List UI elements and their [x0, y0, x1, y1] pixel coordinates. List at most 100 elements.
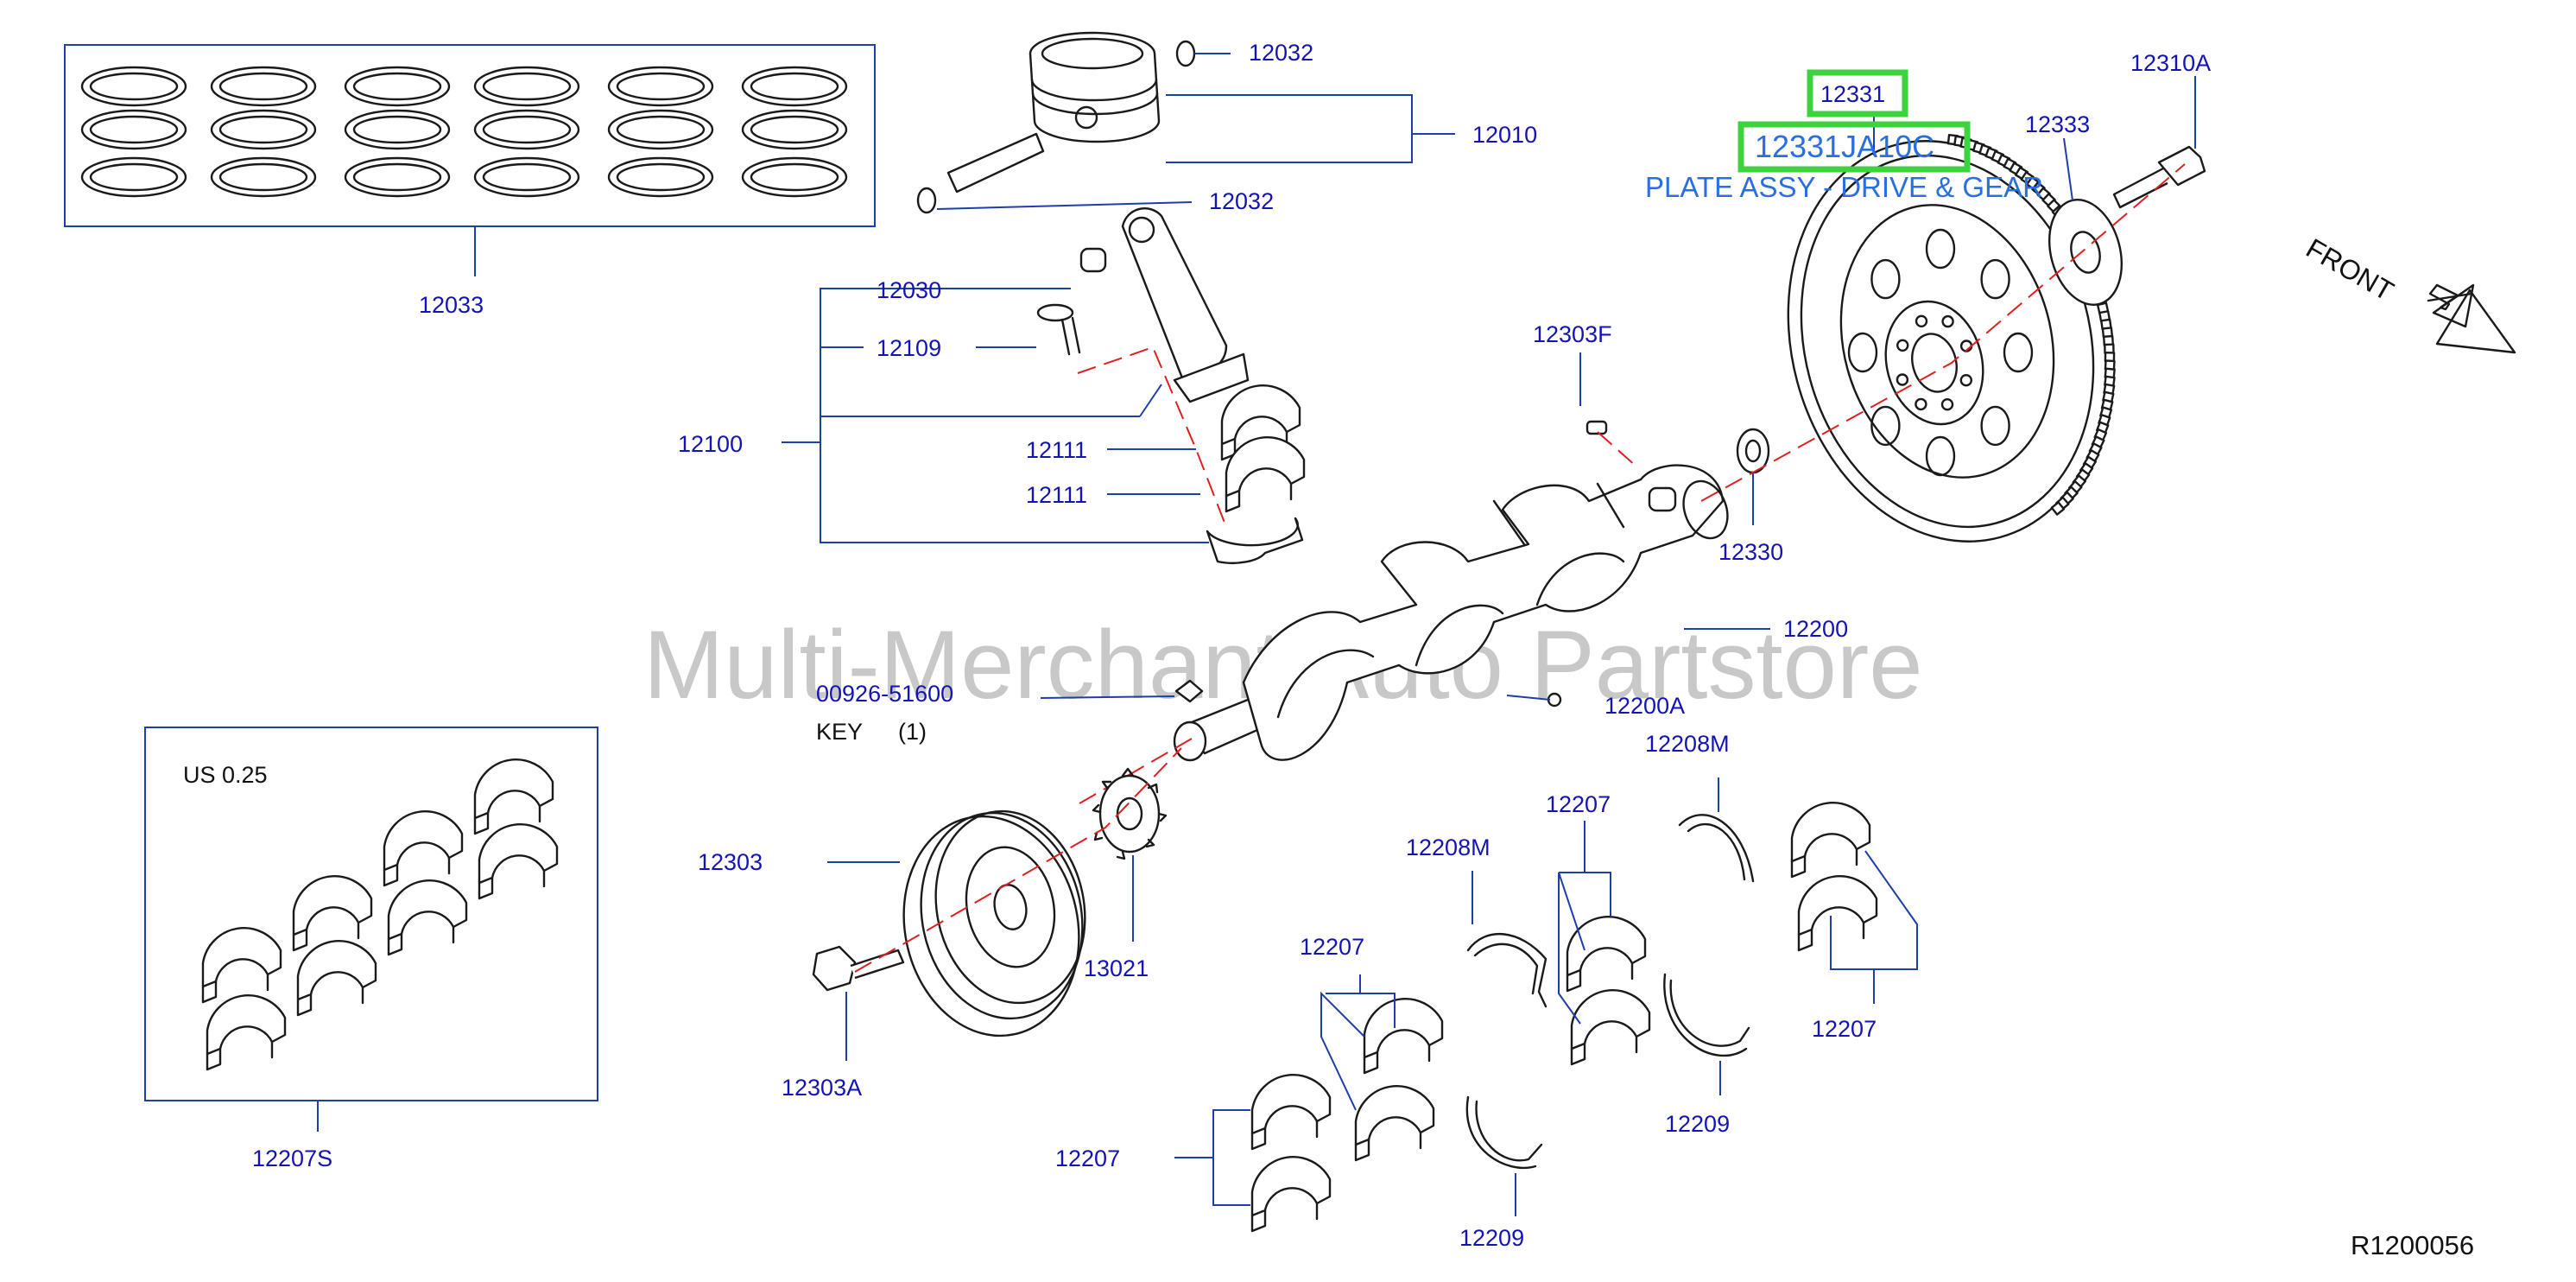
piston-ring-set[interactable]	[64, 44, 876, 276]
drive-plate-bolt-hole	[1896, 339, 1909, 352]
drive-plate-hole	[2003, 332, 2034, 373]
piston-ring	[473, 156, 580, 198]
piston-ring	[210, 109, 317, 150]
ring-gear-tooth	[2050, 501, 2066, 516]
undersize-bearing-set[interactable]	[144, 727, 598, 1132]
key-note-qty: (1)	[898, 719, 927, 745]
crankshaft[interactable]	[1173, 464, 1735, 762]
piston-ring	[210, 66, 317, 107]
label-12200A[interactable]: 12200A	[1604, 693, 1685, 719]
label-12208M-b[interactable]: 12208M	[1645, 731, 1730, 757]
drive-plate-hole	[1925, 228, 1956, 270]
front-arrow-icon	[2427, 283, 2516, 354]
label-12209-a[interactable]: 12209	[1459, 1225, 1524, 1251]
main-bearing-group-c[interactable]	[1566, 916, 1651, 1066]
main-bearing-group-a[interactable]	[1250, 1074, 1332, 1233]
label-12310A[interactable]: 12310A	[2130, 50, 2211, 76]
label-12207-a[interactable]: 12207	[1055, 1146, 1120, 1171]
main-bearing-group-b[interactable]	[1354, 998, 1444, 1162]
highlight-12331	[1807, 69, 1908, 117]
undersize-note: US 0.25	[183, 762, 268, 788]
label-12207S[interactable]: 12207S	[252, 1146, 332, 1171]
connecting-rod[interactable]	[1121, 207, 1250, 403]
thrust-washer-upper-a[interactable]	[1466, 932, 1547, 1008]
label-12033[interactable]: 12033	[419, 292, 484, 318]
piston-ring	[607, 66, 714, 107]
rod-cap[interactable]	[1206, 517, 1304, 564]
highlight-selected-part	[1737, 121, 1971, 173]
crank-pulley[interactable]	[884, 797, 1103, 1052]
thrust-washer-lower-a[interactable]	[1465, 1095, 1543, 1170]
label-12109[interactable]: 12109	[877, 335, 941, 361]
label-12333[interactable]: 12333	[2025, 111, 2090, 137]
piston-ring	[741, 66, 848, 107]
crank-pulley-bolt[interactable]	[812, 945, 905, 992]
crankshaft-pin[interactable]	[1585, 420, 1608, 435]
drive-plate-bolt-hole	[1896, 373, 1909, 386]
crankshaft-key[interactable]	[1174, 679, 1204, 703]
label-12303A[interactable]: 12303A	[782, 1075, 862, 1101]
flywheel-bolt[interactable]	[2112, 145, 2206, 209]
rod-bearing-lower[interactable]	[1225, 436, 1306, 513]
label-12111-lower[interactable]: 12111	[1026, 482, 1087, 508]
label-13021[interactable]: 13021	[1084, 955, 1149, 981]
label-12030[interactable]: 12030	[877, 277, 941, 303]
label-12200[interactable]: 12200	[1783, 616, 1848, 642]
selected-part-number[interactable]: 12331JA10C	[1755, 129, 1934, 164]
label-12032-top[interactable]: 12032	[1249, 40, 1313, 66]
flywheel-washer[interactable]	[2038, 192, 2132, 313]
rod-bolt[interactable]	[1036, 303, 1081, 356]
pilot-bushing[interactable]	[1648, 486, 1677, 512]
diagram-id: R1200056	[2351, 1230, 2474, 1260]
drive-plate-hole	[1870, 405, 1901, 447]
piston-pin-clip-bottom[interactable]	[916, 187, 937, 214]
drive-plate-bolt-hole	[1941, 314, 1954, 328]
thrust-washer-lower-b[interactable]	[1663, 973, 1750, 1057]
label-12208M-a[interactable]: 12208M	[1406, 835, 1491, 860]
drive-plate-hole	[1870, 258, 1901, 300]
label-12111-upper[interactable]: 12111	[1026, 437, 1087, 463]
label-12207-c[interactable]: 12207	[1546, 791, 1611, 817]
piston-ring	[473, 66, 580, 107]
label-12331[interactable]: 12331	[1820, 81, 1885, 107]
piston[interactable]	[946, 31, 1161, 194]
label-12100[interactable]: 12100	[678, 431, 743, 457]
drive-plate-hole	[1980, 258, 2010, 300]
label-12209-b[interactable]: 12209	[1665, 1111, 1730, 1137]
piston-ring	[473, 109, 580, 150]
piston-ring	[80, 66, 187, 107]
drive-plate-bolt-hole	[1915, 314, 1928, 327]
drive-plate-bolt-hole	[1959, 374, 1973, 387]
label-12207-b[interactable]: 12207	[1300, 934, 1364, 960]
piston-ring	[344, 66, 451, 107]
label-12207-d[interactable]: 12207	[1812, 1016, 1877, 1042]
label-12303F[interactable]: 12303F	[1533, 321, 1612, 347]
piston-ring	[741, 156, 848, 198]
rod-bushing[interactable]	[1079, 247, 1107, 273]
selected-part-description: PLATE ASSY - DRIVE & GEAR	[1645, 171, 2043, 203]
drive-plate-hole	[1980, 405, 2010, 447]
thrust-washer-upper-b[interactable]	[1678, 814, 1755, 883]
drive-plate-hole	[1925, 435, 1956, 477]
drive-plate-bolt-hole	[1940, 398, 1954, 411]
piston-ring	[344, 156, 451, 198]
piston-ring	[607, 109, 714, 150]
piston-ring	[210, 156, 317, 198]
piston-ring	[80, 109, 187, 150]
front-label: FRONT	[2301, 232, 2399, 307]
label-12330[interactable]: 12330	[1718, 539, 1783, 565]
label-12010[interactable]: 12010	[1472, 122, 1537, 148]
crank-sprocket[interactable]	[1092, 767, 1168, 860]
piston-pin-clip-top[interactable]	[1175, 40, 1196, 67]
piston-ring	[607, 156, 714, 198]
piston-ring	[344, 109, 451, 150]
label-12032-bottom[interactable]: 12032	[1209, 188, 1274, 214]
label-12303[interactable]: 12303	[698, 849, 763, 875]
piston-ring	[80, 156, 187, 198]
main-bearing-group-d[interactable]	[1790, 802, 1878, 952]
key-note-label: KEY	[816, 719, 863, 745]
drive-plate-bolt-hole	[1915, 397, 1927, 411]
piston-ring	[741, 109, 848, 150]
drive-plate-hole	[1847, 332, 1878, 373]
label-00926-51600[interactable]: 00926-51600	[816, 681, 953, 707]
